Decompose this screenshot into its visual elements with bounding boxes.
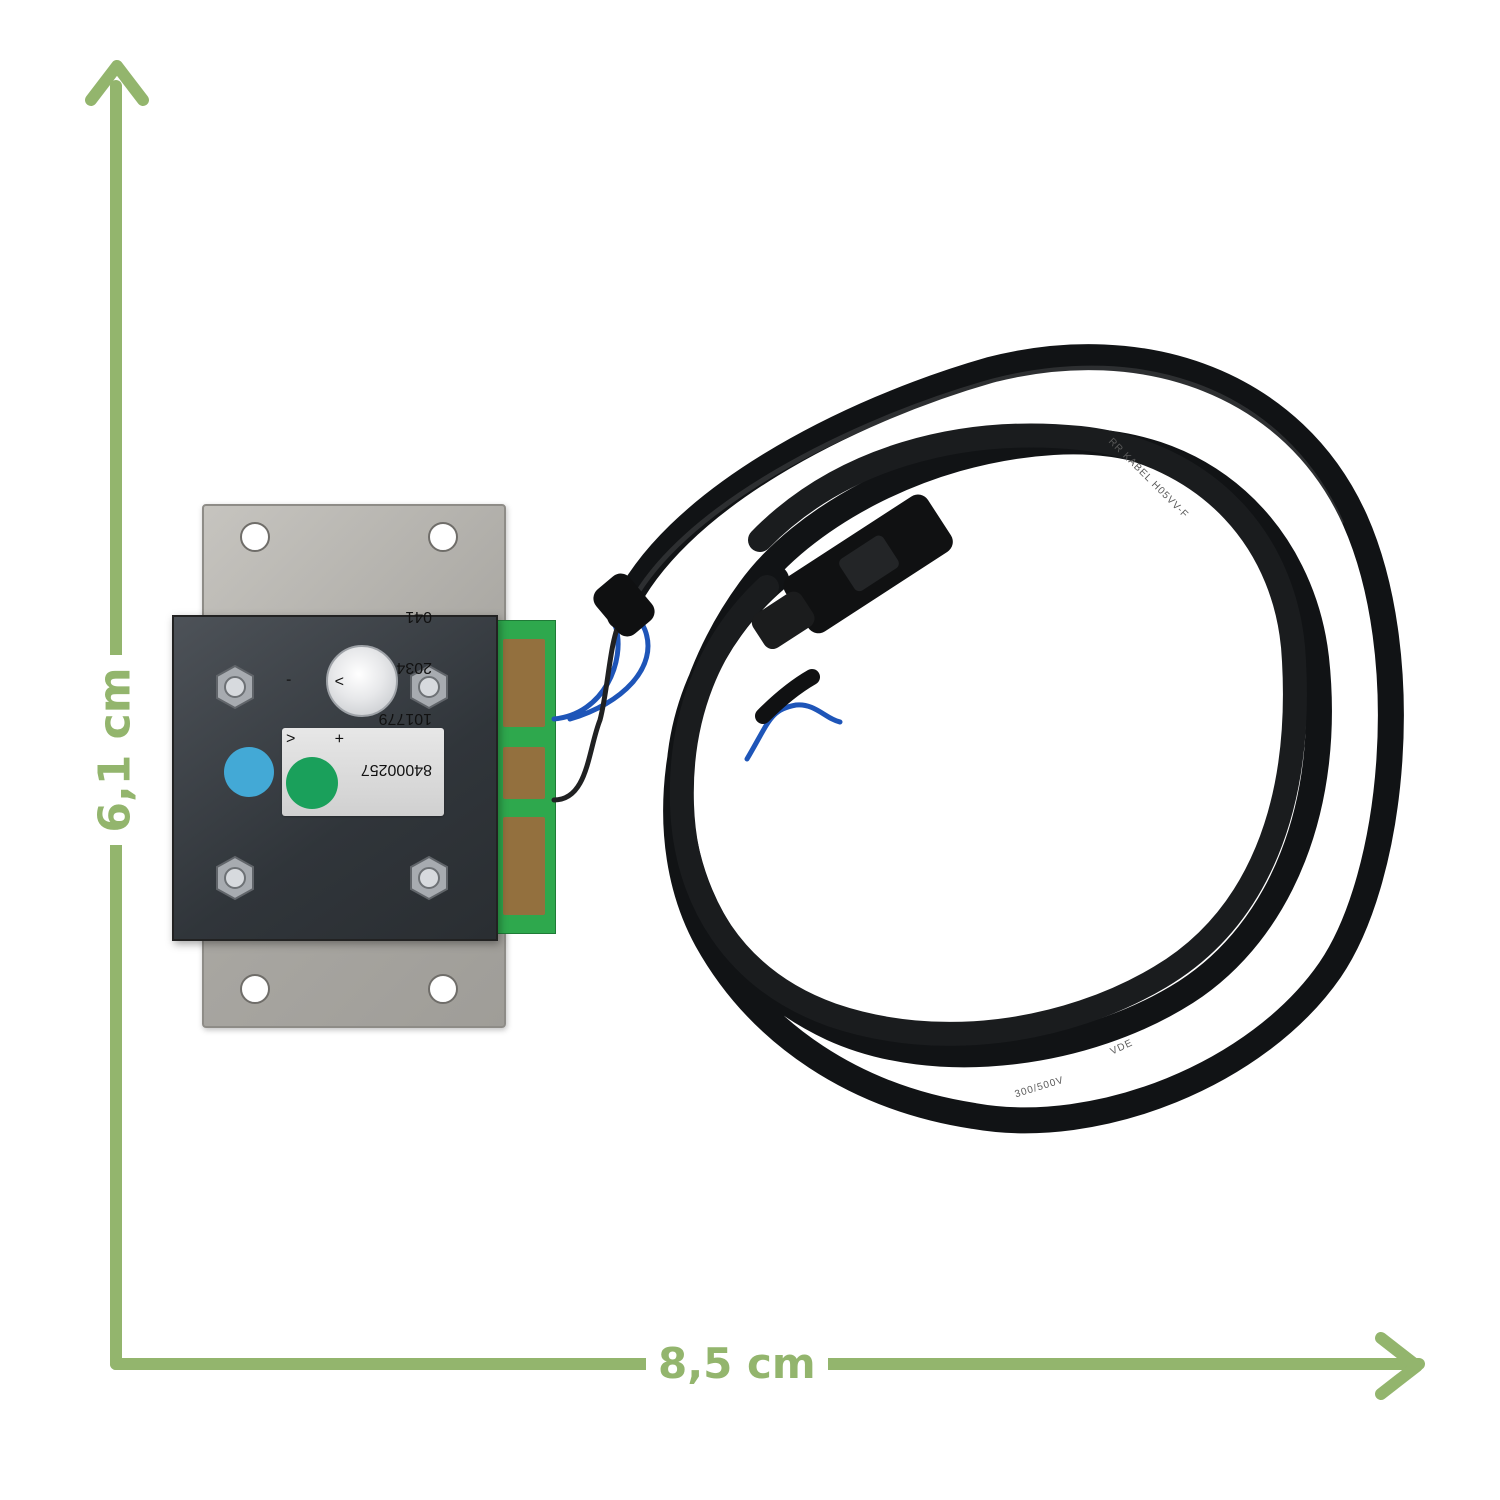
connector-lead (755, 669, 820, 724)
up-arrow-icon (81, 50, 153, 122)
nut-icon (216, 855, 254, 901)
nut-icon (410, 664, 448, 710)
cable-jacket-end (593, 573, 655, 637)
width-label: 8,5 cm (646, 1338, 828, 1390)
cable-connector (751, 494, 953, 650)
nut-icon (410, 855, 448, 901)
nut-icon (216, 664, 254, 710)
inner-cable-loop (669, 423, 1307, 1046)
green-indicator-dot (286, 757, 338, 809)
outer-cable-loop (607, 344, 1404, 1134)
bracket-hole (240, 974, 270, 1004)
cable-highlight (625, 365, 1344, 613)
height-label: 6,1 cm (54, 655, 178, 845)
bracket-hole (428, 974, 458, 1004)
blue-indicator-dot (224, 747, 274, 797)
right-arrow-icon (1365, 1330, 1437, 1402)
cable-coil (551, 344, 1404, 1134)
bracket-hole (240, 522, 270, 552)
pcb-edge (492, 620, 556, 934)
blue-wire-2 (744, 702, 843, 762)
product-photo: 84000257 101779 2034 041 + < > - (150, 330, 1440, 1160)
bracket-hole (428, 522, 458, 552)
pcb-pad (503, 747, 545, 799)
pcb-pad (503, 639, 545, 727)
pcb-pad (503, 817, 545, 915)
black-wire (551, 619, 623, 803)
sensor-lens (326, 645, 398, 717)
